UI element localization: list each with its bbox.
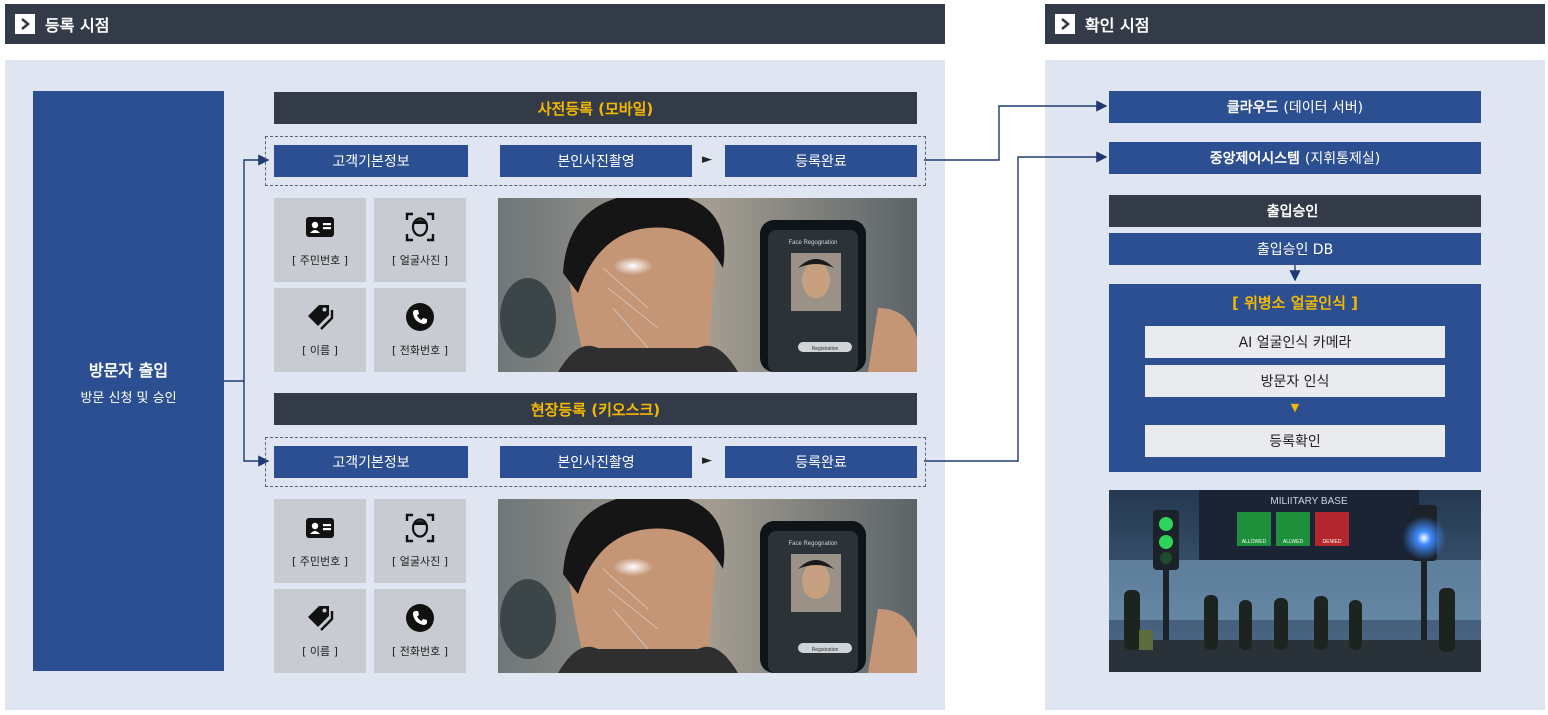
tile-label: [ 전화번호 ] — [391, 645, 449, 658]
entry-approval-db: 출입승인 DB — [1109, 233, 1481, 265]
tile-resident-number: [ 주민번호 ] — [274, 198, 366, 282]
kiosk-registration-title: 현장등록 (키오스크) — [274, 393, 917, 425]
phone-icon — [405, 302, 435, 332]
visitor-title: 방문자 출입 — [88, 360, 169, 380]
status-allowed-1: ALLOWED — [1242, 539, 1267, 545]
id-card-icon — [305, 513, 335, 543]
visitor-recognition-item: 방문자 인식 — [1145, 365, 1445, 397]
cloud-data-server: 클라우드 (데이터 서버) — [1109, 91, 1481, 123]
registration-header: 등록 시점 — [5, 4, 945, 44]
tile-label: [ 전화번호 ] — [391, 344, 449, 357]
registration-header-title: 등록 시점 — [45, 16, 110, 35]
tile-phone-number: [ 전화번호 ] — [374, 589, 466, 673]
chevron-right-icon — [1055, 14, 1075, 34]
tile-label: [ 이름 ] — [302, 645, 338, 658]
id-card-icon — [305, 212, 335, 242]
kiosk-step-basic-info[interactable]: 고객기본정보 — [274, 446, 468, 478]
base-sign: MILIITARY BASE — [1270, 496, 1348, 507]
verification-header-title: 확인 시점 — [1085, 16, 1150, 35]
visitor-subtitle: 방문 신청 및 승인 — [80, 390, 177, 406]
chevron-right-icon — [15, 14, 35, 34]
visitor-entry-box: 방문자 출입 방문 신청 및 승인 — [33, 91, 224, 671]
mobile-registration-title: 사전등록 (모바일) — [274, 92, 917, 124]
central-control-system: 중앙제어시스템 (지휘통제실) — [1109, 142, 1481, 174]
status-denied: DENIED — [1323, 539, 1342, 545]
phone-screen-button: Registration — [812, 346, 839, 352]
entry-approval: 출입승인 — [1109, 195, 1481, 227]
status-allowed-2: ALLWED — [1283, 539, 1304, 545]
entry-approval-label: 출입승인 — [1266, 204, 1319, 220]
verification-header: 확인 시점 — [1045, 4, 1545, 44]
cloud-bold-label: 클라우드 — [1226, 100, 1279, 116]
ai-camera-item: AI 얼굴인식 카메라 — [1145, 326, 1445, 358]
military-base-gate-photo: MILIITARY BASE ALLOWED ALLWED DENIED — [1109, 490, 1481, 672]
phone-screen-button: Registration — [812, 647, 839, 653]
registration-check-item: 등록확인 — [1145, 425, 1445, 457]
cloud-rest-label: (데이터 서버) — [1283, 100, 1364, 116]
mobile-steps-frame — [265, 136, 926, 186]
mobile-step-basic-info[interactable]: 고객기본정보 — [274, 145, 468, 177]
central-rest-label: (지휘통제실) — [1304, 151, 1381, 167]
tile-label: [ 주민번호 ] — [291, 555, 349, 568]
tile-label: [ 주민번호 ] — [291, 254, 349, 267]
face-scan-icon — [405, 513, 435, 543]
phone-icon — [405, 603, 435, 633]
gate-face-recognition-box: [ 위병소 얼굴인식 ] AI 얼굴인식 카메라 방문자 인식 ▼ 등록확인 — [1109, 284, 1481, 472]
phone-screen-title: Face Regognation — [788, 541, 837, 547]
mobile-step-photo[interactable]: 본인사진촬영 — [500, 145, 692, 177]
entry-approval-db-label: 출입승인 DB — [1256, 242, 1334, 258]
kiosk-step-complete[interactable]: 등록완료 — [725, 446, 917, 478]
kiosk-step-photo[interactable]: 본인사진촬영 — [500, 446, 692, 478]
tile-phone-number: [ 전화번호 ] — [374, 288, 466, 372]
mobile-face-recognition-photo: Face Regognation Registration — [498, 198, 917, 372]
gate-face-recognition-title: [ 위병소 얼굴인식 ] — [1232, 294, 1358, 312]
step-arrow: ► — [702, 152, 712, 167]
down-arrow-icon: ▼ — [1290, 401, 1300, 414]
tile-label: [ 이름 ] — [302, 344, 338, 357]
central-bold-label: 중앙제어시스템 — [1209, 151, 1300, 167]
phone-screen-title: Face Regognation — [788, 240, 837, 246]
tile-name: [ 이름 ] — [274, 288, 366, 372]
kiosk-steps-frame — [265, 437, 926, 487]
tile-face-photo: [ 얼굴사진 ] — [374, 499, 466, 583]
tile-face-photo: [ 얼굴사진 ] — [374, 198, 466, 282]
tile-name: [ 이름 ] — [274, 589, 366, 673]
tile-label: [ 얼굴사진 ] — [391, 555, 449, 568]
tag-icon — [305, 302, 335, 332]
step-arrow: ► — [702, 453, 712, 468]
tag-icon — [305, 603, 335, 633]
tile-resident-number: [ 주민번호 ] — [274, 499, 366, 583]
face-scan-icon — [405, 212, 435, 242]
mobile-step-complete[interactable]: 등록완료 — [725, 145, 917, 177]
kiosk-face-recognition-photo: Face Regognation Registration — [498, 499, 917, 673]
tile-label: [ 얼굴사진 ] — [391, 254, 449, 267]
